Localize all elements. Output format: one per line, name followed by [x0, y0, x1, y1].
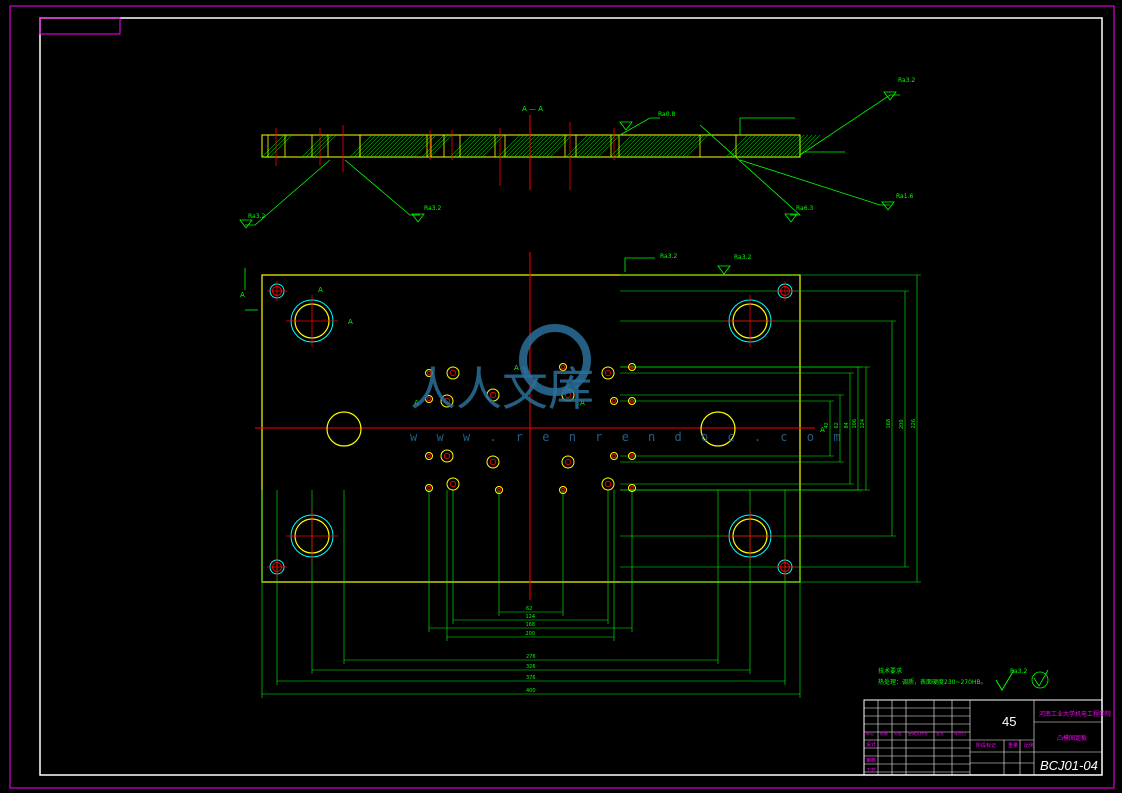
corner-code-box: [39, 17, 121, 35]
weight-label: 重量: [1008, 742, 1018, 749]
section-marker: A: [580, 399, 585, 407]
roughness-label-4: Ra3.2: [898, 77, 915, 84]
sheet-border: [9, 5, 1115, 789]
right-dim-label: 106: [852, 419, 858, 429]
section-marker: A: [820, 426, 825, 434]
roughness-label-8: Ra3.2: [660, 253, 677, 260]
section-roughness-symbols: [239, 91, 897, 229]
institution: 河南工业大学机电工程学院: [1039, 710, 1111, 718]
title-block: 45 河南工业大学机电工程学院 凸模固定板 BCJ01-04 阶段标记 重量 比…: [863, 699, 1111, 776]
drawing-number: BCJ01-04: [1040, 758, 1098, 773]
scale-label: 比例: [1024, 742, 1034, 749]
section-marker: A: [514, 364, 519, 372]
right-dim-label: 168: [886, 419, 892, 429]
section-marker: A: [318, 286, 323, 294]
right-dim-label: 124: [860, 419, 866, 429]
bottom-dim-label: 168: [526, 622, 536, 628]
bottom-dim-label: 124: [526, 614, 536, 620]
right-dim-label: 42: [824, 422, 830, 428]
section-plate-outline: [261, 134, 801, 158]
bottom-dim-label: 200: [526, 631, 536, 637]
finish-bracket-icon: [1031, 671, 1049, 689]
bottom-dimension-labels: 62 124 168 200 276 326 376 400: [526, 606, 536, 694]
section-marker: A: [240, 291, 245, 299]
roughness-label-7: Ra3.2: [734, 254, 751, 261]
roughness-label-3: Ra6.3: [796, 205, 813, 212]
section-view: A — A Ra3.2 Ra3.2 Ra6.3 Ra3.2 Ra1.6 Ra0.…: [239, 77, 915, 229]
bottom-dim-label: 276: [526, 654, 536, 660]
right-dim-label: 226: [911, 419, 917, 429]
revision-header: 处数: [880, 730, 888, 736]
surface-finish-all: Ra3.2: [1010, 668, 1027, 675]
bottom-dim-label: 326: [526, 664, 536, 670]
watermark-url: w w w . r e n r e n d o c . c o m: [410, 430, 847, 444]
checker-label: 审核: [866, 757, 876, 764]
revision-header: 标记: [866, 730, 874, 736]
bottom-dim-label: 376: [526, 675, 536, 681]
tech-notes-body: 热处理：调质，表面硬度230~270HB。: [878, 678, 987, 686]
bottom-dim-label: 62: [526, 606, 532, 612]
roughness-label-6: Ra0.8: [658, 111, 675, 118]
section-markers: A A A A A A A: [240, 268, 825, 434]
revision-header: 签名: [936, 730, 944, 736]
bottom-dim-label: 400: [526, 688, 536, 694]
roughness-label-5: Ra1.6: [896, 193, 913, 200]
right-dim-label: 62: [834, 422, 840, 428]
plan-dimension-lines: [261, 274, 921, 698]
roughness-label-1: Ra3.2: [248, 213, 265, 220]
right-dim-label: 84: [844, 422, 850, 428]
section-hatch: [261, 134, 821, 158]
part-name: 凸模固定板: [1057, 734, 1087, 742]
drawing-frame: [39, 17, 1103, 776]
material: 45: [1002, 714, 1016, 729]
section-holes: [267, 122, 737, 190]
designer-label: 设计: [866, 741, 876, 748]
section-marker: A: [414, 399, 419, 407]
process-label: 工艺: [866, 768, 876, 774]
roughness-label-2: Ra3.2: [424, 205, 441, 212]
tech-notes-title: 技术要求: [878, 667, 902, 675]
section-label: A — A: [522, 105, 543, 113]
plan-holes: [267, 281, 795, 577]
revision-header: 分区: [894, 730, 902, 736]
section-marker: A: [348, 318, 353, 326]
right-dim-label: 200: [899, 419, 905, 429]
surface-finish-symbol: [995, 669, 1015, 691]
revision-header: 年月日: [954, 730, 966, 736]
revision-header: 更改文件号: [908, 730, 928, 736]
stage-label: 阶段标记: [976, 742, 996, 749]
